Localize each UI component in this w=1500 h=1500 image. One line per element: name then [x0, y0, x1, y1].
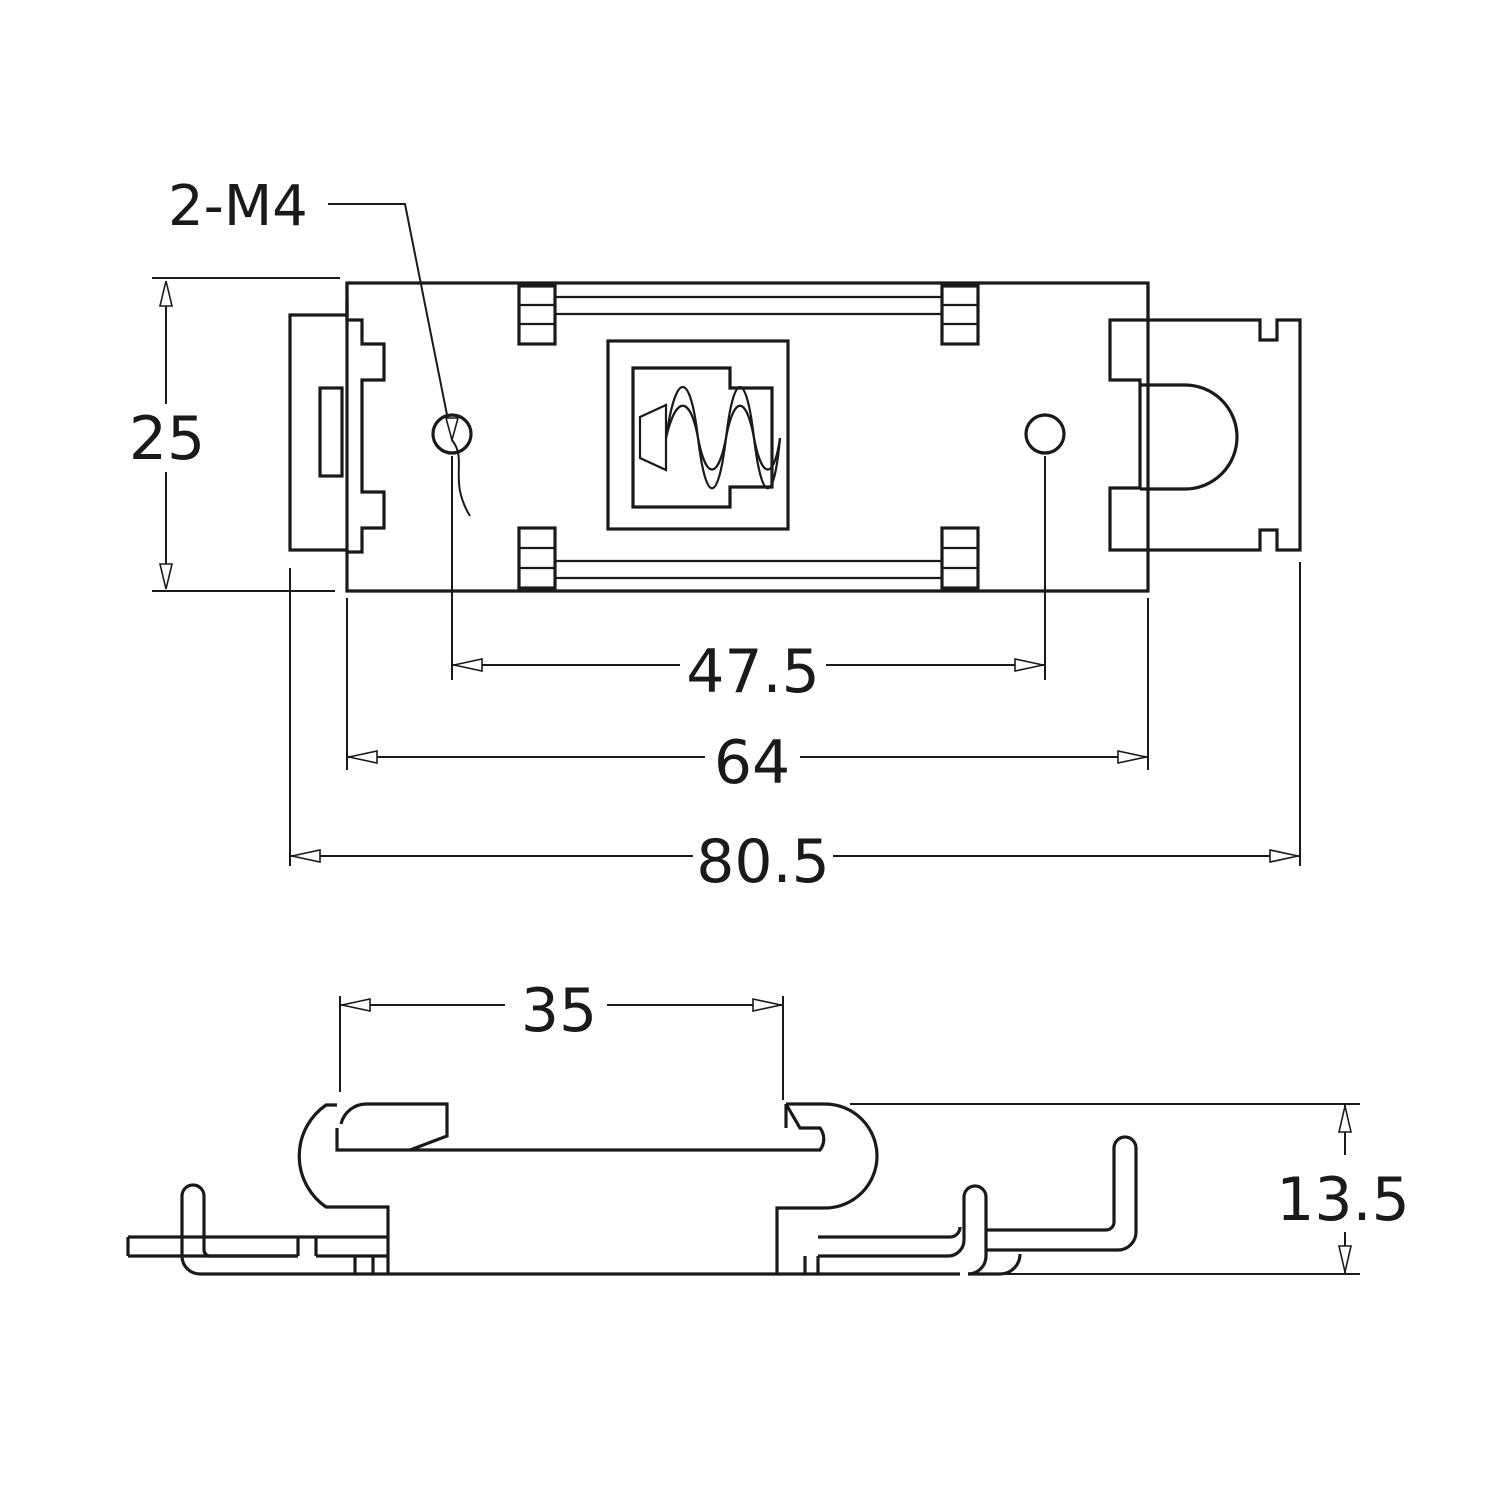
main-body	[345, 281, 1150, 593]
right-end-clip	[1108, 283, 1302, 552]
rail-block	[517, 526, 557, 590]
dim-overall-length	[290, 849, 1300, 863]
rail-block	[940, 526, 980, 590]
upper-rail	[517, 284, 980, 346]
dim-body-width	[347, 750, 1148, 764]
rail-block	[517, 284, 557, 346]
extension-lines	[289, 456, 1301, 866]
spring-coil	[664, 386, 782, 490]
dim-clip-span-label: 35	[521, 976, 597, 1046]
thread-callout: 2-M4	[168, 174, 308, 239]
dim-hole-spacing-label: 47.5	[686, 637, 820, 707]
lower-rail	[517, 526, 980, 590]
dim-clip-span	[339, 996, 784, 1100]
mounting-hole-right	[1024, 413, 1066, 455]
dim-side-height-label: 13.5	[1276, 1165, 1410, 1235]
mounting-hole-left	[431, 413, 473, 455]
right-clip	[410, 1102, 879, 1274]
base-plate	[126, 1235, 960, 1276]
dim-hole-spacing	[452, 658, 1045, 672]
dim-side-height	[850, 1103, 1360, 1275]
dim-height-25	[152, 277, 340, 592]
dim-body-width-label: 64	[714, 728, 790, 798]
spring-contact	[606, 339, 790, 531]
left-end-clip	[288, 300, 349, 552]
top-view: 2-M4 25 47.5	[129, 174, 1302, 897]
rail-block	[940, 284, 980, 346]
side-view: 35 13.5	[126, 976, 1410, 1276]
clip-slot	[318, 386, 344, 478]
thread-callout-leader	[328, 203, 471, 517]
right-legs	[818, 1135, 1138, 1276]
left-leg	[180, 1183, 298, 1276]
dim-height-label: 25	[129, 404, 205, 474]
dim-overall-length-label: 80.5	[696, 827, 830, 897]
left-clip	[297, 1102, 449, 1274]
